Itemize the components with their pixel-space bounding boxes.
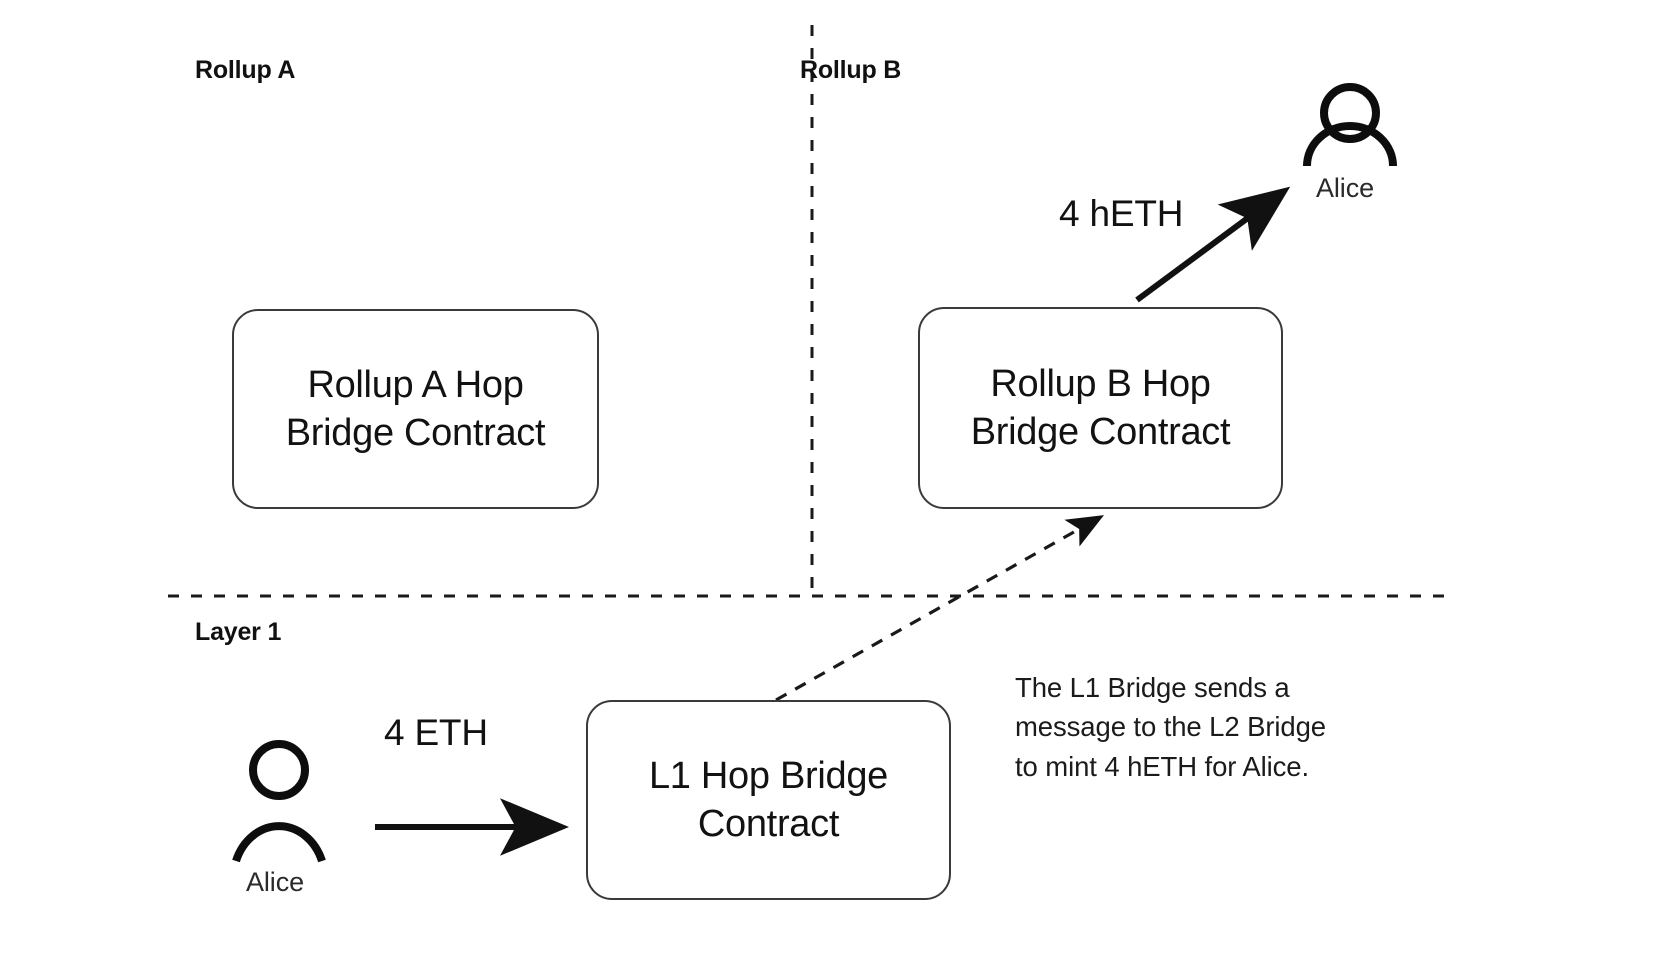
flow-label-4-heth: 4 hETH — [1059, 193, 1184, 234]
box-label-rollup-b-hop-bridge-contract: Rollup B Hop Bridge Contract — [970, 362, 1231, 453]
box-l1-hop-bridge-contract[interactable]: L1 Hop Bridge Contract — [586, 700, 951, 900]
zone-label-rollup-a: Rollup A — [195, 56, 296, 84]
flow-label-4-eth: 4 ETH — [384, 712, 488, 753]
box-rollup-b-hop-bridge-contract[interactable]: Rollup B Hop Bridge Contract — [918, 307, 1283, 509]
zone-label-rollup-b: Rollup B — [800, 56, 902, 84]
flow-arrow-rollup-b-to-alice — [1135, 186, 1291, 303]
box-rollup-a-hop-bridge-contract[interactable]: Rollup A Hop Bridge Contract — [232, 309, 599, 509]
person-icon — [1303, 83, 1397, 167]
flow-arrow-l1-to-rollup-b — [775, 515, 1104, 702]
actor-label-alice-layer-1: Alice — [246, 867, 305, 897]
box-label-rollup-a-hop-bridge-contract: Rollup A Hop Bridge Contract — [285, 363, 546, 454]
note-l1-message: The L1 Bridge sends a message to the L2 … — [1015, 672, 1326, 782]
person-icon — [232, 740, 326, 863]
zone-label-layer-1: Layer 1 — [195, 618, 282, 646]
box-label-l1-hop-bridge-contract: L1 Hop Bridge Contract — [648, 754, 889, 845]
actor-label-alice-rollup-b: Alice — [1316, 173, 1375, 203]
